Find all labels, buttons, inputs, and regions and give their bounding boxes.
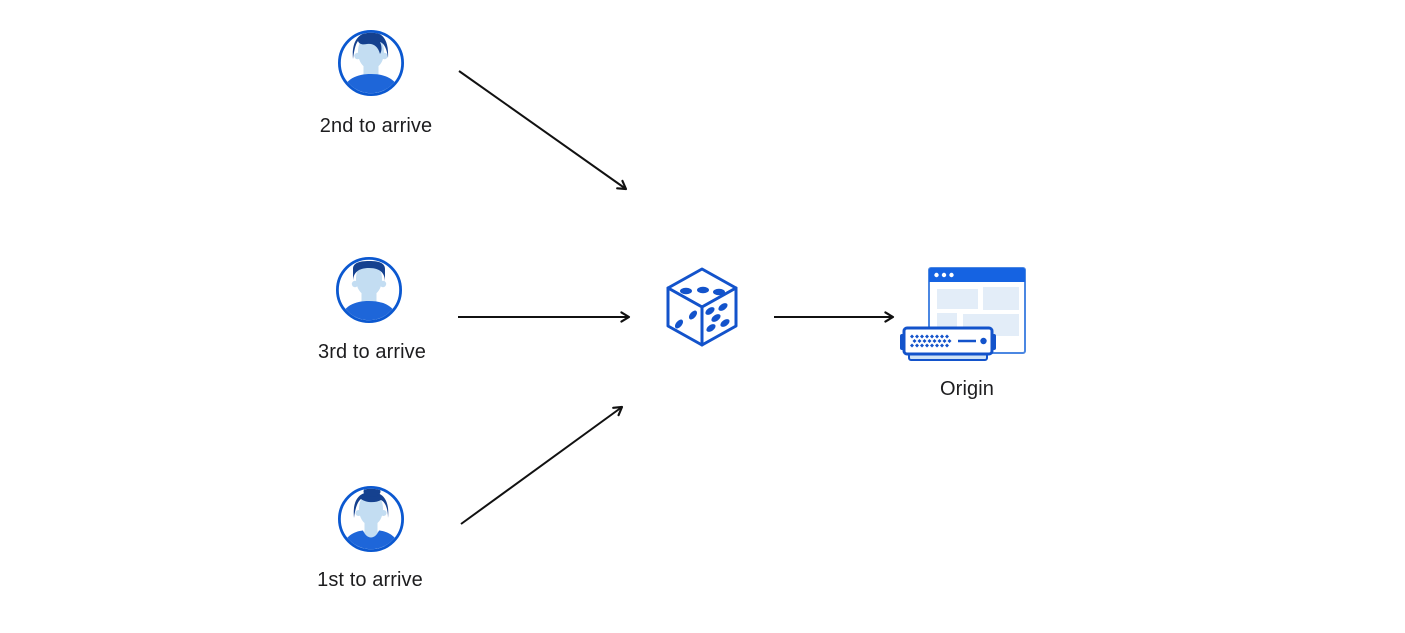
actor-node-1st-to-arrive <box>336 484 406 554</box>
actor-label: 2nd to arrive <box>319 115 433 137</box>
dice-icon <box>666 267 738 347</box>
arrow-1st-to-dice <box>460 405 624 525</box>
server-icon <box>900 326 996 361</box>
dice-node <box>666 266 738 348</box>
avatar-woman-bun-hair-icon <box>337 485 405 553</box>
avatar-man-flat-hair-icon <box>335 256 403 324</box>
actor-node-3rd-to-arrive <box>334 255 404 325</box>
actor-label: 1st to arrive <box>317 569 423 591</box>
origin-node <box>895 262 1030 364</box>
origin-server-icon <box>900 267 1026 361</box>
actor-node-2nd-to-arrive <box>336 28 406 98</box>
avatar-man-wavy-hair-icon <box>337 29 405 97</box>
arrow-2nd-to-dice <box>458 70 628 191</box>
origin-label: Origin <box>940 378 994 400</box>
actor-label: 3rd to arrive <box>317 341 427 363</box>
